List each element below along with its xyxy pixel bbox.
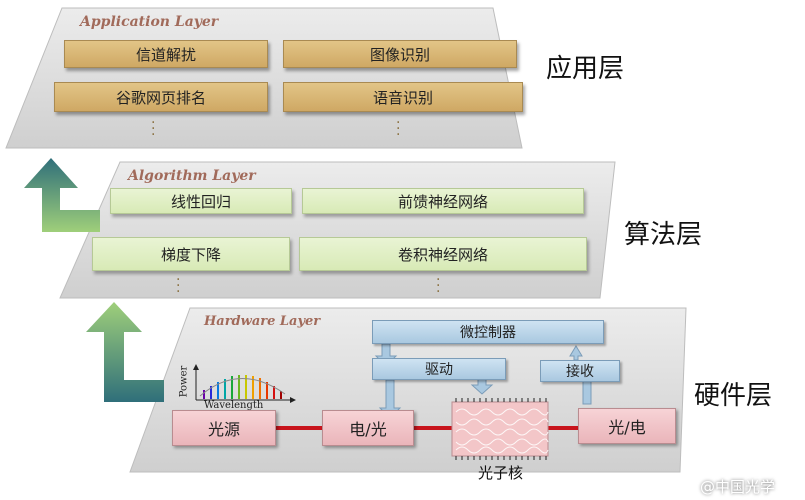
- photonic-core-chip: [451, 398, 549, 460]
- alg-item-convolutional-nn[interactable]: 卷积神经网络: [299, 237, 587, 271]
- alg-more-dots-left: ···: [176, 272, 181, 300]
- arrow-up-to-algorithm: [86, 302, 164, 402]
- algorithm-layer-name: 算法层: [624, 220, 703, 250]
- opto-electric-converter-box[interactable]: 光/电: [578, 408, 676, 444]
- application-layer-title: Application Layer: [80, 14, 219, 30]
- app-item-google-pagerank[interactable]: 谷歌网页排名: [54, 82, 268, 112]
- application-layer-name: 应用层: [546, 54, 625, 84]
- app-more-dots-left: ···: [151, 115, 156, 143]
- alg-item-feedforward-nn[interactable]: 前馈神经网络: [302, 188, 584, 214]
- alg-more-dots-right: ···: [436, 272, 441, 300]
- alg-item-linear-regression[interactable]: 线性回归: [110, 188, 292, 214]
- microcontroller-box[interactable]: 微控制器: [372, 320, 604, 344]
- app-item-image-recognition[interactable]: 图像识别: [283, 40, 517, 68]
- app-more-dots-right: ···: [396, 115, 401, 143]
- receiver-box[interactable]: 接收: [540, 360, 620, 382]
- arrow-up-to-application: [24, 158, 100, 232]
- watermark: @中国光学: [700, 478, 776, 496]
- electro-optic-converter-box[interactable]: 电/光: [322, 410, 414, 446]
- spectrum-y-label: Power: [178, 365, 190, 398]
- app-item-channel-descrambling[interactable]: 信道解扰: [64, 40, 268, 68]
- app-item-speech-recognition[interactable]: 语音识别: [283, 82, 523, 112]
- hardware-layer-name: 硬件层: [694, 381, 773, 411]
- algorithm-layer-title: Algorithm Layer: [128, 168, 256, 184]
- alg-item-gradient-descent[interactable]: 梯度下降: [92, 237, 290, 271]
- hardware-layer-title: Hardware Layer: [204, 314, 321, 329]
- spectrum-x-label: Wavelength: [204, 400, 264, 411]
- light-source-box[interactable]: 光源: [172, 410, 276, 446]
- spectrum-plot: [193, 364, 296, 403]
- photonic-core-label: 光子核: [478, 464, 524, 482]
- driver-box[interactable]: 驱动: [372, 358, 506, 380]
